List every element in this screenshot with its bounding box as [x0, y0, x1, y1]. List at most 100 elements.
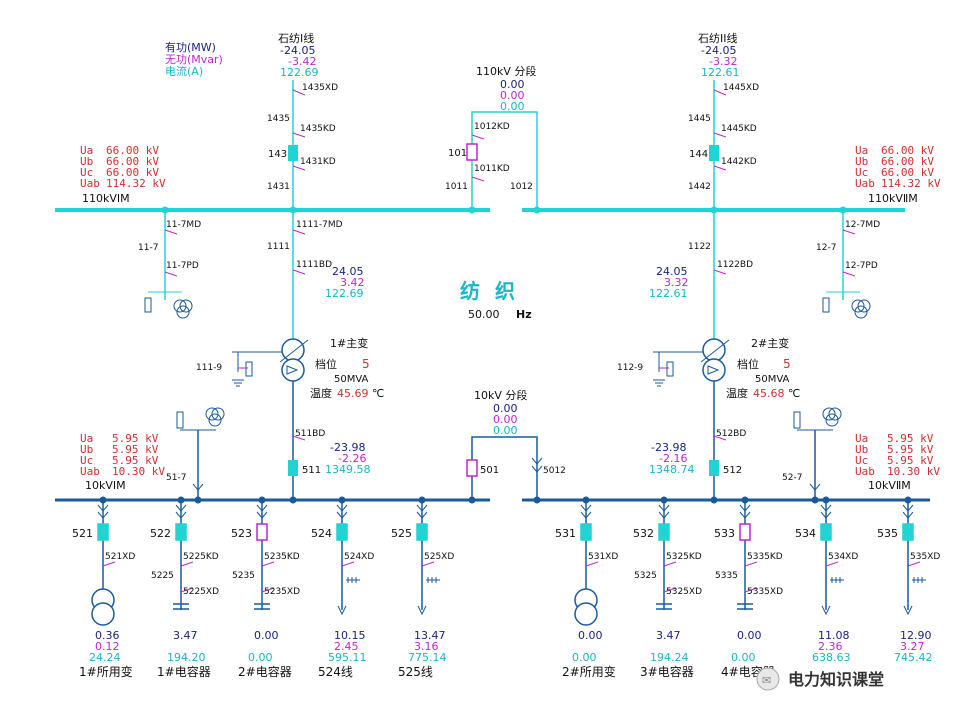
switch-label: 5325XD — [666, 587, 702, 597]
legend-i: 电流(A) — [165, 64, 203, 78]
cart-disconnect — [580, 504, 592, 519]
earth-switch — [744, 561, 758, 567]
breaker-524[interactable] — [336, 523, 348, 541]
t1-name: 1#主变 — [330, 336, 368, 350]
switch-label: 531XD — [588, 552, 618, 562]
breaker-101[interactable] — [466, 143, 478, 161]
t2-tap-label: 档位 — [737, 357, 759, 371]
volt-value: 66.00 kV — [106, 144, 159, 157]
breaker-512[interactable] — [709, 460, 719, 476]
volt-label: Ua — [855, 432, 868, 445]
volt-value: 66.00 kV — [106, 166, 159, 179]
t1-tap: 5 — [362, 357, 370, 371]
breaker-label: 524 — [311, 527, 332, 540]
feeder-name: 2#所用变 — [562, 664, 616, 679]
watermark-text: 电力知识课堂 — [788, 670, 884, 689]
line-right-name: 石纺II线 — [698, 31, 738, 45]
section-10-q: 0.00 — [493, 413, 518, 426]
bus-node — [741, 496, 749, 504]
bus-node — [660, 496, 668, 504]
feeder-p: 0.00 — [578, 629, 603, 642]
earth-switch — [907, 561, 921, 567]
breaker-label: 533 — [714, 527, 735, 540]
breaker-label: 501 — [480, 465, 499, 476]
t1-lv-feeder: 511BD 511 -23.98 -2.26 1349.58 — [288, 429, 371, 504]
earth-switch — [261, 561, 275, 567]
cart-disconnect — [902, 504, 914, 519]
breaker-label: 522 — [150, 527, 171, 540]
t2-lv-q: -2.16 — [659, 452, 687, 465]
t2-temp-label: 温度 — [726, 386, 748, 400]
bus-node — [904, 496, 912, 504]
station-title: 纺 织 50.00 Hz — [460, 279, 532, 321]
transformer-1[interactable]: 111-9 — [196, 338, 309, 500]
t1-temp-unit: ℃ — [372, 387, 384, 400]
line-right-i: 122.61 — [701, 66, 740, 79]
volt-value: 114.32 kV — [881, 177, 941, 190]
t1-hv-p: 24.05 — [332, 265, 364, 278]
switch-label: 1012 — [510, 182, 533, 192]
incoming-line-left: 石纺I线 -24.05 -3.42 122.69 1435XD 1435 143… — [267, 31, 338, 214]
breaker-523[interactable] — [256, 523, 268, 541]
feeder-i: 0.00 — [731, 651, 756, 664]
switch-label: 1445XD — [723, 83, 759, 93]
section-110-i: 0.00 — [500, 100, 525, 113]
volt-label: Ub — [80, 443, 93, 456]
pt-switch-label: 52-7 — [782, 473, 802, 483]
volt-label: Ua — [80, 432, 93, 445]
feeder-q: 2.45 — [334, 640, 359, 653]
t1-temp: 45.69 — [337, 387, 369, 400]
breaker-143[interactable] — [288, 145, 298, 161]
breaker-532[interactable] — [658, 523, 670, 541]
volt-label: Uc — [855, 166, 868, 179]
t1-tap-label: 档位 — [315, 357, 337, 371]
t2-lv-p: -23.98 — [651, 441, 686, 454]
breaker-531[interactable] — [580, 523, 592, 541]
breaker-144[interactable] — [709, 145, 719, 161]
switch-label: 12-7PD — [845, 261, 878, 271]
switch-label: 11-7MD — [166, 220, 201, 230]
section-10-p: 0.00 — [493, 402, 518, 415]
breaker-522[interactable] — [175, 523, 187, 541]
breaker-525[interactable] — [416, 523, 428, 541]
capacitor-symbol — [173, 603, 189, 610]
volt-value: 66.00 kV — [106, 155, 159, 168]
wechat-icon: ✉ — [762, 674, 771, 687]
section-10-title: 10kV 分段 — [474, 388, 527, 402]
current-transformer — [346, 577, 360, 583]
volt-value: 66.00 kV — [881, 166, 934, 179]
feeder-name: 1#电容器 — [157, 664, 211, 679]
earth-switch — [663, 587, 677, 593]
current-transformer — [426, 577, 440, 583]
feeder-i: 194.20 — [167, 651, 206, 664]
cart-disconnect — [658, 504, 670, 519]
switch-label: 5325KD — [666, 552, 702, 562]
line-left-name: 石纺I线 — [278, 31, 314, 45]
breaker-521[interactable] — [97, 523, 109, 541]
switch-label: 1111 — [267, 242, 290, 252]
breaker-label: 511 — [302, 465, 321, 476]
volt-label: Ub — [855, 155, 868, 168]
section-110: 110kV 分段 0.00 0.00 0.00 1012KD 101 1011K… — [445, 64, 541, 214]
t1-hv-feeder: 1111-7MD 1111 1111BD 24.05 3.42 122.69 — [267, 210, 365, 340]
switch-label: 1431KD — [300, 157, 336, 167]
switch-label: 1012KD — [474, 122, 510, 132]
breaker-501[interactable] — [466, 459, 478, 477]
volt-label: Uc — [855, 454, 868, 467]
switch-label: 5225KD — [183, 552, 219, 562]
cart-disconnect — [97, 504, 109, 519]
transformer-2[interactable]: 112-9 — [617, 338, 730, 500]
capacitor-symbol — [254, 603, 270, 610]
t2-temp-unit: ℃ — [788, 387, 800, 400]
breaker-535[interactable] — [902, 523, 914, 541]
volt-label: Uab — [855, 465, 875, 478]
t2-hv-p: 24.05 — [656, 265, 688, 278]
switch-label: 521XD — [105, 552, 135, 562]
cart-disconnect — [256, 504, 268, 519]
earth-switch — [180, 561, 194, 567]
breaker-511[interactable] — [288, 460, 298, 476]
volt-value: 10.30 kV — [112, 465, 165, 478]
current-transformer — [830, 577, 844, 583]
breaker-534[interactable] — [820, 523, 832, 541]
breaker-533[interactable] — [739, 523, 751, 541]
